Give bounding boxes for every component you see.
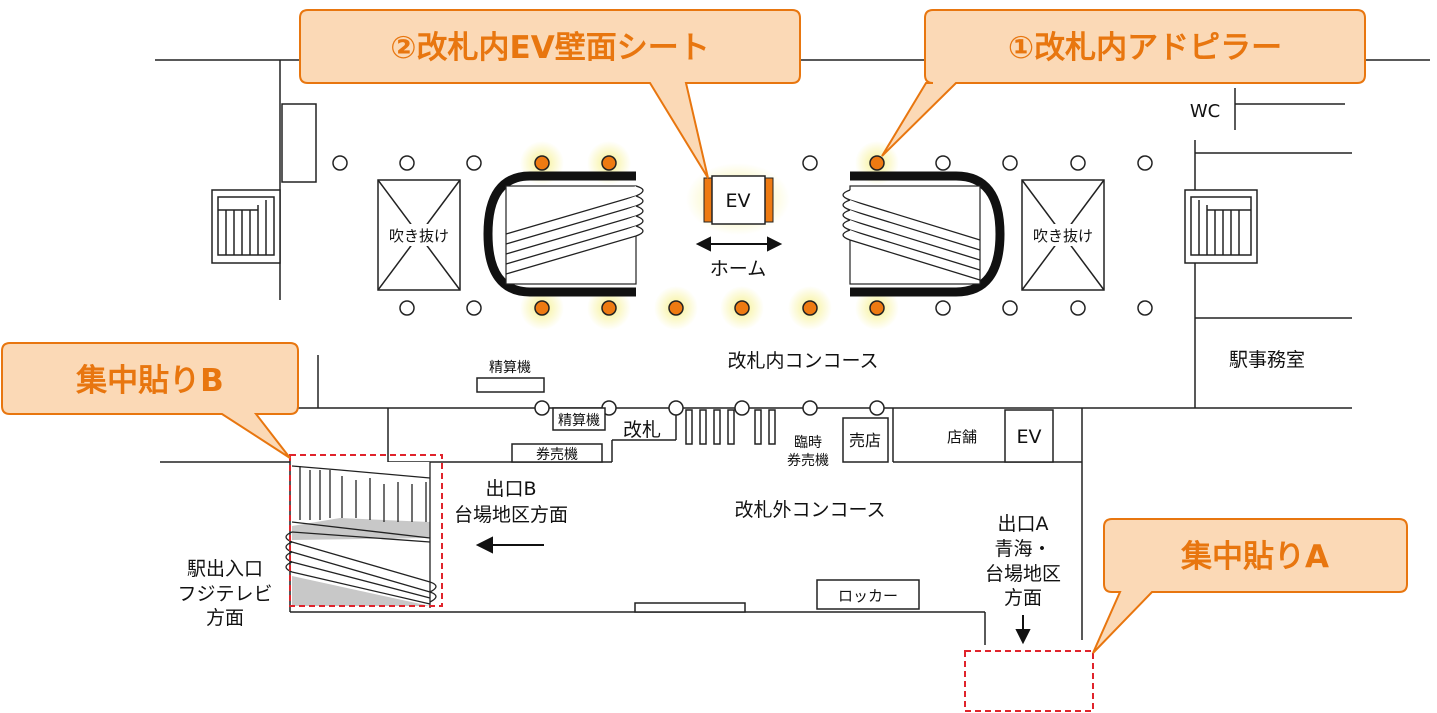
lockers-label: ロッカー: [838, 587, 898, 605]
exit-b-arrow: [475, 536, 544, 554]
exit-a-label-3: 台場地区: [985, 563, 1061, 585]
ad-pillar: [534, 300, 550, 316]
kiosk-label: 売店: [849, 431, 881, 450]
exit-a-label-2: 青海・: [994, 538, 1051, 560]
exit-a-label-4: 方面: [1004, 587, 1042, 609]
kiosk-box: [842, 417, 889, 463]
ad-pillar: [668, 300, 684, 316]
wall-column: [281, 103, 317, 183]
stairs-left: [211, 189, 281, 264]
concentrated-b-area: [289, 454, 443, 607]
shop-label: 店舗: [947, 428, 977, 446]
station-entrance-label-1: 駅出入口: [187, 558, 263, 580]
fare-adjust-machine-label: 精算機: [558, 413, 600, 429]
platform-label: ホーム: [710, 258, 766, 280]
ticket-gates: [685, 409, 776, 445]
ad-pillar: [869, 300, 885, 316]
pillars: [332, 155, 1153, 416]
exit-b-label-2: 台場地区方面: [454, 504, 568, 526]
escalator-right: [842, 171, 1005, 297]
callout-concentrated-a-text: 集中貼りA: [1180, 539, 1329, 575]
exit-b-label-1: 出口B: [485, 478, 536, 500]
station-office-label: 駅事務室: [1229, 349, 1305, 371]
ad-pillar: [802, 300, 818, 316]
ad-pillar: [601, 300, 617, 316]
concentrated-a-area: [964, 650, 1094, 712]
elevator-outer-label: EV: [1016, 426, 1041, 448]
bench: [634, 602, 746, 613]
callout-ad-pillar: [881, 9, 1366, 157]
ad-pillars: [534, 155, 885, 316]
exit-b-stairs: [285, 462, 437, 608]
elevator-outer-box: [1004, 409, 1054, 463]
elevator-center: [703, 175, 774, 225]
callout-concentrated-a: [1092, 518, 1408, 654]
fare-adjust-machine-top-label: 精算機: [489, 360, 531, 376]
fare-adjust-machine-box: [552, 407, 606, 431]
ticket-gate-label: 改札: [623, 419, 661, 441]
ad-pillar: [869, 155, 885, 171]
ticket-machine-label: 券売機: [536, 447, 578, 463]
station-entrance-label-3: 方面: [206, 607, 244, 629]
ticket-machine-box: [511, 443, 603, 463]
callout-ev-wall-text: ②改札内EV壁面シート: [390, 30, 709, 66]
outer-concourse-label: 改札外コンコース: [734, 499, 885, 521]
fare-adjust-machine-top-box: [476, 377, 545, 393]
exit-a-arrow: [1015, 615, 1031, 645]
ad-pillar: [601, 155, 617, 171]
callout-concentrated-b: [1, 342, 299, 459]
callout-concentrated-b-text: 集中貼りB: [75, 363, 224, 399]
exit-a-label-1: 出口A: [998, 513, 1049, 535]
platform-arrow: [695, 236, 783, 252]
inner-concourse-label: 改札内コンコース: [727, 350, 878, 372]
wc-label: WC: [1190, 101, 1220, 122]
ad-pillar: [734, 300, 750, 316]
temp-ticket-machine-label-2: 券売機: [787, 453, 829, 469]
station-entrance-label-2: フジテレビ: [177, 583, 272, 605]
escalator-left: [483, 171, 644, 297]
callout-ev-wall: [299, 9, 801, 179]
atrium-right-label: 吹き抜け: [1033, 227, 1093, 245]
temp-ticket-machine-label-1: 臨時: [794, 435, 822, 451]
ad-pillar: [534, 155, 550, 171]
lockers-box: [816, 579, 920, 610]
callout-ad-pillar-text: ①改札内アドピラー: [1008, 30, 1282, 66]
elevator-center-label: EV: [725, 190, 750, 212]
atrium-left-label: 吹き抜け: [389, 227, 449, 245]
stairs-right: [1184, 189, 1258, 264]
